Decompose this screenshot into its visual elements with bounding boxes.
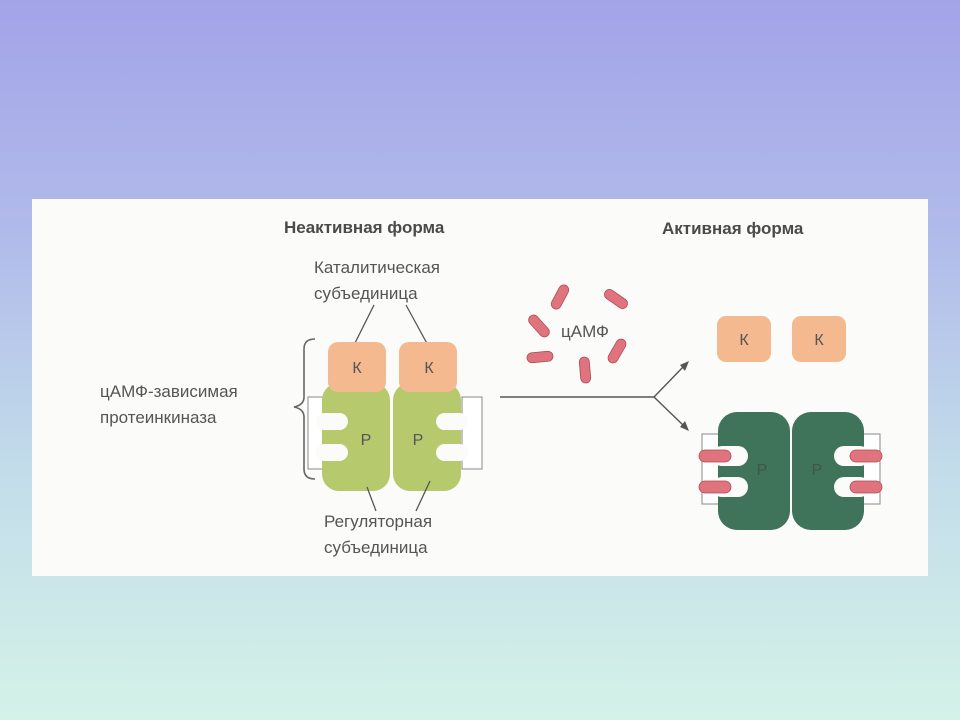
kinase-label-line1: цАМФ-зависимая bbox=[100, 382, 238, 401]
catalytic-subunit-free-left bbox=[717, 316, 771, 362]
catalytic-subunit-free-right bbox=[792, 316, 846, 362]
catalytic-subunit-label-line1: Каталитическая bbox=[314, 258, 440, 277]
catalytic-pointer-left bbox=[351, 304, 375, 350]
camp-molecule bbox=[528, 314, 550, 338]
regulatory-subunit-inactive-right bbox=[393, 383, 461, 491]
binding-site-empty bbox=[436, 413, 468, 430]
regulatory-subunit-label-line1: Регуляторная bbox=[324, 512, 432, 531]
camp-bound bbox=[849, 449, 883, 463]
catalytic-letter: К bbox=[739, 332, 749, 349]
catalytic-subunit-inactive-left bbox=[328, 342, 386, 392]
camp-bound bbox=[849, 480, 883, 494]
camp-molecule bbox=[550, 284, 570, 310]
regulatory-subunit-label-line2: субъединица bbox=[324, 538, 428, 557]
regulatory-letter: Р bbox=[757, 462, 768, 479]
arrowhead-down bbox=[680, 421, 689, 431]
binding-site-empty bbox=[316, 444, 348, 461]
regulatory-letter: Р bbox=[361, 432, 372, 449]
pka-activation-diagram: Неактивная форма Активная форма Каталити… bbox=[100, 218, 883, 557]
regulatory-subunit-active-right bbox=[792, 412, 864, 530]
regulatory-pointer-left bbox=[366, 486, 377, 512]
catalytic-subunit-inactive-right bbox=[399, 342, 457, 392]
camp-label: цАМФ bbox=[561, 322, 609, 341]
arrow-to-catalytic bbox=[653, 365, 685, 398]
catalytic-letter: К bbox=[352, 360, 362, 377]
regulatory-pointer-right bbox=[415, 480, 431, 512]
binding-site-empty bbox=[316, 413, 348, 430]
regulatory-subunit-active-left bbox=[718, 412, 790, 530]
catalytic-pointer-right bbox=[405, 304, 431, 350]
regulatory-letter: Р bbox=[812, 462, 823, 479]
camp-bound bbox=[698, 480, 732, 494]
kinase-brace bbox=[293, 338, 316, 480]
camp-molecule bbox=[578, 356, 592, 384]
camp-molecule bbox=[607, 338, 627, 364]
diagram-panel: Неактивная форма Активная форма Каталити… bbox=[32, 199, 928, 576]
inactive-form-title: Неактивная форма bbox=[284, 218, 445, 237]
camp-molecule bbox=[604, 289, 628, 309]
arrow-to-regulatory bbox=[653, 396, 685, 427]
arrowhead-up bbox=[680, 361, 689, 371]
camp-bound bbox=[698, 449, 732, 463]
kinase-label-line2: протеинкиназа bbox=[100, 408, 217, 427]
regulatory-subunit-inactive-left bbox=[322, 383, 390, 491]
active-form-title: Активная форма bbox=[662, 219, 804, 238]
catalytic-letter: К bbox=[424, 360, 434, 377]
catalytic-subunit-label-line2: субъединица bbox=[314, 284, 418, 303]
camp-molecule bbox=[526, 350, 554, 364]
catalytic-letter: К bbox=[814, 332, 824, 349]
regulatory-letter: Р bbox=[413, 432, 424, 449]
binding-site-empty bbox=[436, 444, 468, 461]
